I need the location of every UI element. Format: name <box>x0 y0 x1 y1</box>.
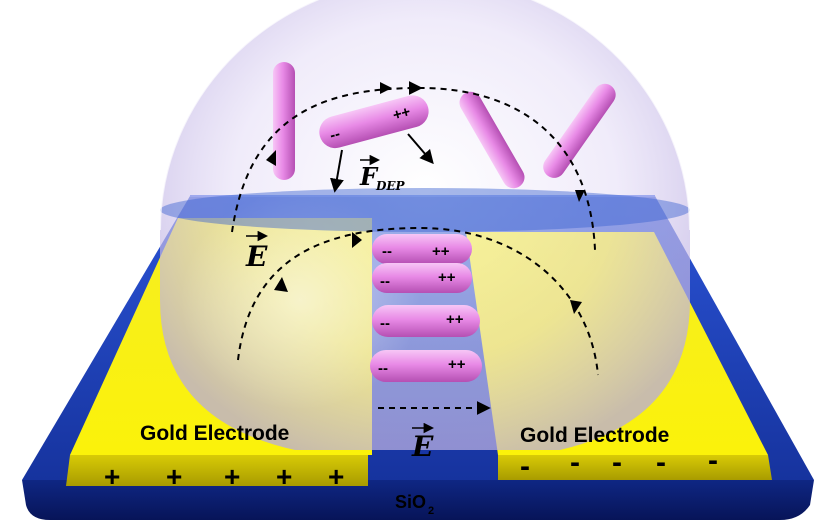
svg-text:E: E <box>411 430 434 463</box>
svg-text:2: 2 <box>428 505 434 517</box>
svg-text:++: ++ <box>438 269 456 286</box>
liquid-droplet <box>160 0 690 450</box>
svg-text:E: E <box>245 240 268 273</box>
svg-text:--: -- <box>382 243 392 260</box>
svg-text:++: ++ <box>448 356 466 373</box>
gap-rod-3: -- ++ <box>372 305 480 337</box>
minus-sign: - <box>520 450 530 483</box>
svg-text:DEP: DEP <box>375 179 406 193</box>
svg-text:SiO: SiO <box>395 492 426 512</box>
plus-sign: + <box>166 461 182 492</box>
svg-text:++: ++ <box>446 311 464 328</box>
svg-text:--: -- <box>378 360 388 377</box>
minus-sign: - <box>656 446 666 479</box>
minus-sign: - <box>708 444 718 477</box>
gap-rod-2: -- ++ <box>372 263 472 293</box>
plus-sign: + <box>276 461 292 492</box>
field-label-upper: E <box>245 236 268 273</box>
gap-rod-4: -- ++ <box>370 350 482 382</box>
gap-rod-1: -- ++ <box>372 234 472 264</box>
svg-text:++: ++ <box>432 243 450 260</box>
svg-text:--: -- <box>380 273 390 290</box>
plus-sign: + <box>224 461 240 492</box>
right-electrode-label: Gold Electrode <box>520 424 669 447</box>
plus-sign: + <box>328 461 344 492</box>
left-electrode-label: Gold Electrode <box>140 422 289 445</box>
plus-sign: + <box>104 461 120 492</box>
gap-nanorods: -- ++ -- ++ -- ++ -- ++ <box>370 234 482 382</box>
field-label-gap: E <box>411 428 434 463</box>
svg-text:--: -- <box>380 315 390 332</box>
minus-sign: - <box>570 446 580 479</box>
floating-rod-vertical <box>273 62 295 180</box>
minus-sign: - <box>612 446 622 479</box>
